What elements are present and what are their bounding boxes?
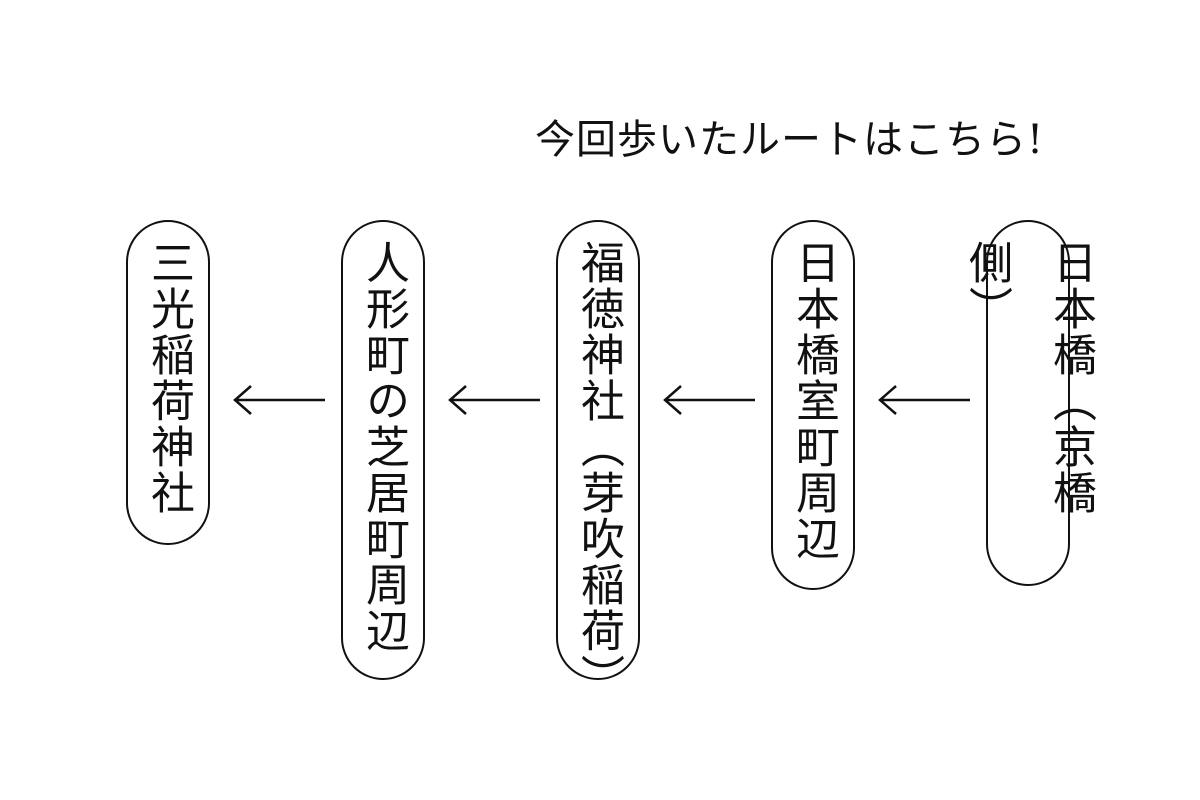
arrow-left-icon bbox=[663, 385, 755, 415]
route-stop-sanko-inari: 三光稲荷神社 bbox=[126, 220, 210, 545]
route-stop-nihonbashi-kyobashi: 日本橋（京橋側） bbox=[961, 220, 1096, 586]
stop-label: 日本橋室町周辺 bbox=[788, 240, 839, 562]
stop-label: 日本橋（京橋側） bbox=[961, 240, 1096, 516]
arrow-left-icon bbox=[448, 385, 540, 415]
arrow-left-icon bbox=[233, 385, 325, 415]
arrow-left-icon bbox=[878, 385, 970, 415]
stop-label: 人形町の芝居町周辺 bbox=[358, 240, 409, 654]
route-stop-fukutoku-shrine: 福徳神社（芽吹稲荷） bbox=[556, 220, 640, 700]
route-stop-nihonbashi-muromachi: 日本橋室町周辺 bbox=[771, 220, 855, 590]
stop-label: 福徳神社（芽吹稲荷） bbox=[573, 240, 624, 700]
route-stop-ningyocho: 人形町の芝居町周辺 bbox=[341, 220, 425, 680]
diagram-title: 今回歩いたルートはこちら! bbox=[535, 117, 1045, 163]
stop-label: 三光稲荷神社 bbox=[143, 240, 194, 516]
